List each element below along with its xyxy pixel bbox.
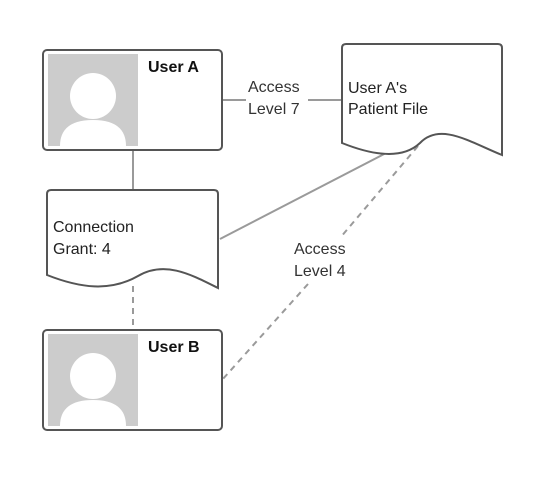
edge-grant-file <box>219 152 387 240</box>
user-a-node[interactable]: User A <box>42 49 223 151</box>
connection-grant-line2: Grant: 4 <box>53 241 111 258</box>
patient-file-document[interactable]: User A's Patient File <box>341 43 503 157</box>
patient-file-line1: User A's <box>348 80 407 97</box>
connection-grant-line1: Connection <box>53 219 134 236</box>
user-avatar-icon <box>48 334 138 426</box>
user-b-title: User B <box>148 339 200 356</box>
edge-label-access-7-line1: Access <box>248 79 300 96</box>
edge-label-access-4-line1: Access <box>294 241 346 258</box>
edge-label-access-4-line2: Level 4 <box>294 263 346 280</box>
user-avatar-icon <box>48 54 138 146</box>
edge-userb-file-upper <box>339 145 419 239</box>
patient-file-line2: Patient File <box>348 101 428 118</box>
edge-userb-file-lower <box>221 283 309 381</box>
edge-label-access-7-line2: Level 7 <box>248 101 300 118</box>
connection-grant-document[interactable]: Connection Grant: 4 <box>46 189 219 290</box>
user-b-node[interactable]: User B <box>42 329 223 431</box>
user-a-title: User A <box>148 59 199 76</box>
